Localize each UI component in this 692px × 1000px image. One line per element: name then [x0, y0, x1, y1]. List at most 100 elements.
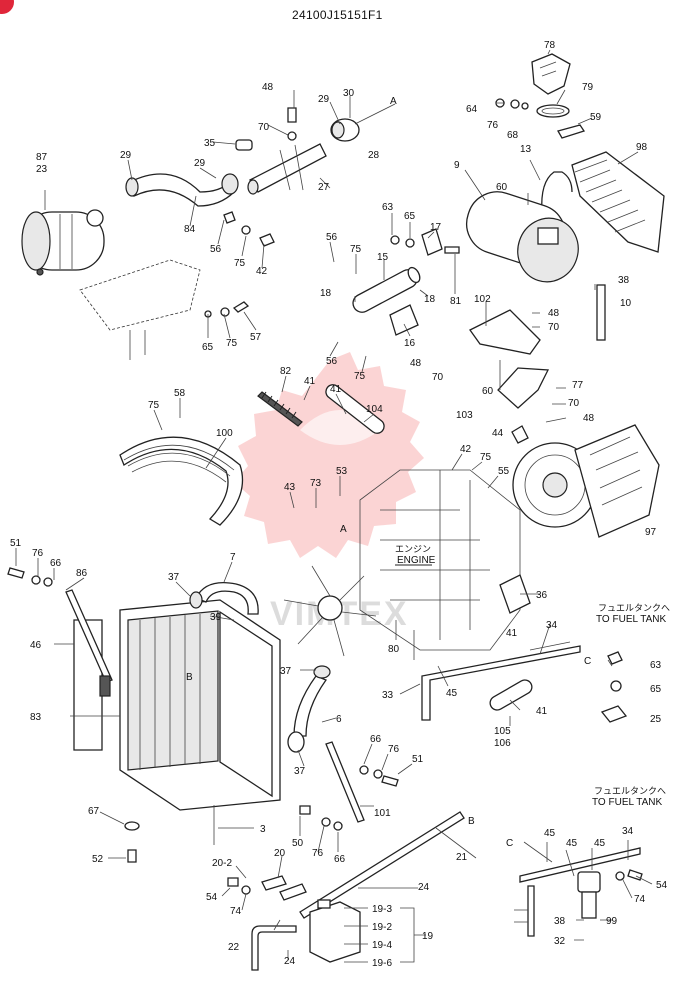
callout-19-2: 19-2 — [372, 922, 392, 933]
fasteners-51-76-66 — [7, 567, 399, 787]
brackets-20 — [227, 875, 307, 901]
callout-78: 78 — [544, 40, 556, 51]
callout-35: 35 — [204, 138, 216, 149]
fuel-pipe-33-34 — [421, 641, 581, 721]
callout-45-a: 45 — [446, 688, 458, 699]
callout-28: 28 — [368, 150, 380, 161]
callout-75-e: 75 — [148, 400, 160, 411]
document-code: 24100J15151F1 — [292, 8, 383, 22]
callout-18-left: 18 — [320, 288, 332, 299]
stay-rod-101 — [325, 741, 365, 823]
bolt-59 — [557, 124, 586, 139]
hose-22 — [251, 925, 297, 971]
callout-75-d: 75 — [226, 338, 238, 349]
callout-65-b: 65 — [202, 342, 214, 353]
clamp-79 — [536, 104, 570, 118]
callout-41-b: 41 — [330, 384, 342, 395]
callout-52: 52 — [92, 854, 104, 865]
callout-22: 22 — [228, 942, 240, 953]
callout-29-b: 29 — [120, 150, 132, 161]
callout-77: 77 — [572, 380, 584, 391]
callout-19: 19 — [422, 931, 434, 942]
watermark-gear-icon — [234, 352, 424, 558]
callout-70-c: 70 — [568, 398, 580, 409]
callout-74-b: 74 — [634, 894, 646, 905]
callout-63-b: 63 — [650, 660, 662, 671]
clamp-35 — [235, 139, 253, 151]
exhaust-pipe-15 — [352, 266, 421, 313]
callout-81: 81 — [450, 296, 462, 307]
callout-53: 53 — [336, 466, 348, 477]
muffler-9 — [466, 191, 579, 283]
callout-76-d: 76 — [312, 848, 324, 859]
caps-63-65-25 — [600, 651, 628, 723]
callout-84: 84 — [184, 224, 196, 235]
callout-58: 58 — [174, 388, 186, 399]
callout-80: 80 — [388, 644, 400, 655]
callout-55: 55 — [498, 466, 510, 477]
callout-76-b: 76 — [32, 548, 44, 559]
callout-16: 16 — [404, 338, 416, 349]
plug-67-52 — [124, 821, 140, 863]
callout-42-b: 42 — [460, 444, 472, 455]
hose-30-28 — [330, 118, 360, 142]
callout-33: 33 — [382, 690, 394, 701]
callout-43: 43 — [284, 482, 296, 493]
callout-23: 23 — [36, 164, 48, 175]
callout-29-a: 29 — [318, 94, 330, 105]
callout-66-a: 66 — [50, 558, 62, 569]
callout-48-c: 48 — [583, 413, 595, 424]
callout-99: 99 — [606, 916, 618, 927]
callout-51-a: 51 — [10, 538, 22, 549]
callout-48-a: 48 — [548, 308, 560, 319]
hose-7-39 — [189, 581, 259, 615]
callout-54-a: 54 — [206, 892, 218, 903]
callout-7: 7 — [230, 552, 236, 563]
callout-60-top: 60 — [496, 182, 508, 193]
callout-37-a: 37 — [168, 572, 180, 583]
bracket-36 — [499, 574, 531, 614]
callout-56-a: 56 — [210, 244, 222, 255]
bracket-44 — [511, 425, 529, 444]
callout-66-b: 66 — [370, 734, 382, 745]
callout-29-c: 29 — [194, 158, 206, 169]
callout-79: 79 — [582, 82, 594, 93]
callout-100: 100 — [216, 428, 233, 439]
letter-a-engine: A — [340, 524, 347, 535]
callout-6: 6 — [336, 714, 342, 725]
callout-24-a: 24 — [418, 882, 430, 893]
bracket-103 — [497, 367, 550, 409]
callout-21: 21 — [456, 852, 468, 863]
callout-83: 83 — [30, 712, 42, 723]
callout-41-d: 41 — [536, 706, 548, 717]
callout-75-c: 75 — [354, 371, 366, 382]
hose-38-rod-10 — [596, 284, 606, 341]
callout-19-3: 19-3 — [372, 904, 392, 915]
callout-74-a: 74 — [230, 906, 242, 917]
callout-24-b: 24 — [284, 956, 296, 967]
callout-67: 67 — [88, 806, 100, 817]
callout-75-f: 75 — [480, 452, 492, 463]
callout-65-c: 65 — [650, 684, 662, 695]
callout-101: 101 — [374, 808, 391, 819]
hose-6 — [287, 665, 331, 753]
callout-82: 82 — [280, 366, 292, 377]
callout-86: 86 — [76, 568, 88, 579]
fan — [283, 565, 377, 657]
engine-block — [359, 469, 521, 651]
pipe-27 — [247, 143, 327, 195]
callout-39: 39 — [210, 612, 222, 623]
callout-56-b: 56 — [326, 232, 338, 243]
callout-73: 73 — [310, 478, 322, 489]
callout-3: 3 — [260, 824, 266, 835]
callout-27: 27 — [318, 182, 330, 193]
callout-56-c: 56 — [326, 356, 338, 367]
callout-60-bottom: 60 — [482, 386, 494, 397]
air-cleaner-bracket — [79, 259, 201, 360]
letter-c-bottom: C — [506, 838, 513, 849]
callout-70-d: 70 — [258, 122, 270, 133]
leader-lines — [15, 49, 653, 963]
bolts-50-76-66 — [299, 805, 343, 831]
callout-38-top: 38 — [618, 275, 630, 286]
